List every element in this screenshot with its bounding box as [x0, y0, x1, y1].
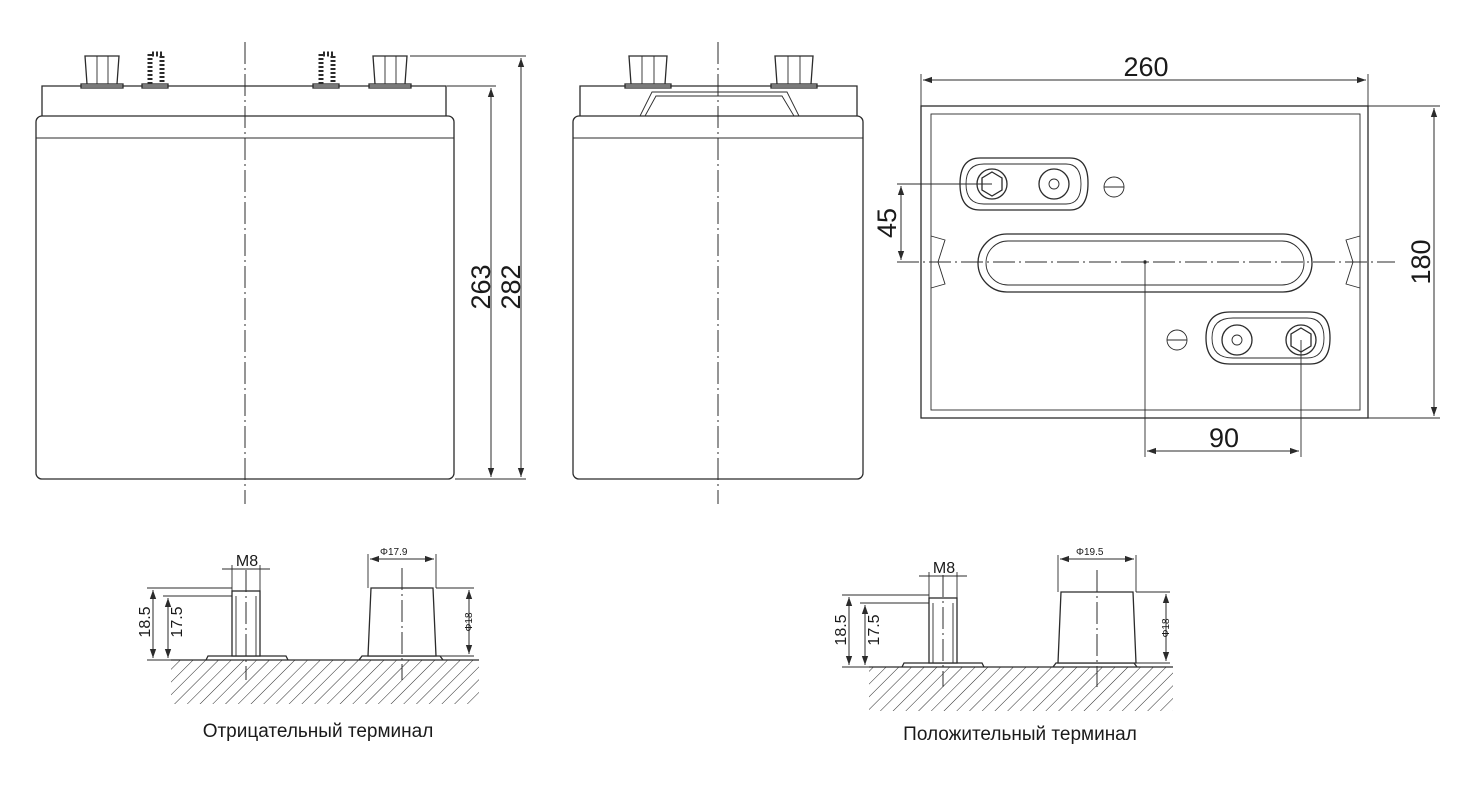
pos-height-total: 18.5 [833, 614, 850, 645]
pos-diameter-top: Φ19.5 [1076, 547, 1104, 558]
side-terminal-left [624, 55, 672, 89]
top-terminal-positive [1166, 311, 1331, 365]
neg-height-post: 17.5 [169, 606, 186, 637]
front-view: 263 282 [35, 42, 526, 504]
dim-width: 260 [1123, 52, 1168, 82]
neg-thread: M8 [236, 553, 258, 570]
dim-height-total: 282 [496, 264, 526, 309]
negative-terminal-caption: Отрицательный терминал [203, 721, 434, 742]
neg-diameter-top: Φ17.9 [380, 547, 408, 558]
pos-height-post: 17.5 [866, 614, 883, 645]
positive-terminal-detail: 18.5 17.5 M8 Φ19.5 Φ18 Положительный тер… [833, 547, 1173, 745]
dim-terminal-offset-x: 90 [1209, 423, 1239, 453]
front-terminal-left [80, 55, 124, 89]
positive-terminal-caption: Положительный терминал [903, 724, 1137, 745]
top-terminal-negative [959, 157, 1125, 211]
negative-terminal-detail: 18.5 17.5 M8 Φ17.9 Φ18 Отрицательный тер… [137, 547, 479, 742]
pos-diameter-base: Φ18 [1161, 618, 1172, 638]
dim-height-case: 263 [466, 264, 496, 309]
side-terminal-right [770, 55, 818, 89]
top-view: 260 180 45 90 [872, 52, 1440, 457]
pos-thread: M8 [933, 560, 955, 577]
dim-depth: 180 [1406, 239, 1436, 284]
neg-height-total: 18.5 [137, 606, 154, 637]
neg-diameter-base: Φ18 [464, 612, 475, 632]
front-bolt-right [312, 51, 340, 89]
side-view [572, 42, 864, 504]
dim-terminal-offset-y: 45 [872, 208, 902, 238]
front-bolt-left [141, 51, 169, 89]
front-terminal-right [368, 55, 412, 89]
